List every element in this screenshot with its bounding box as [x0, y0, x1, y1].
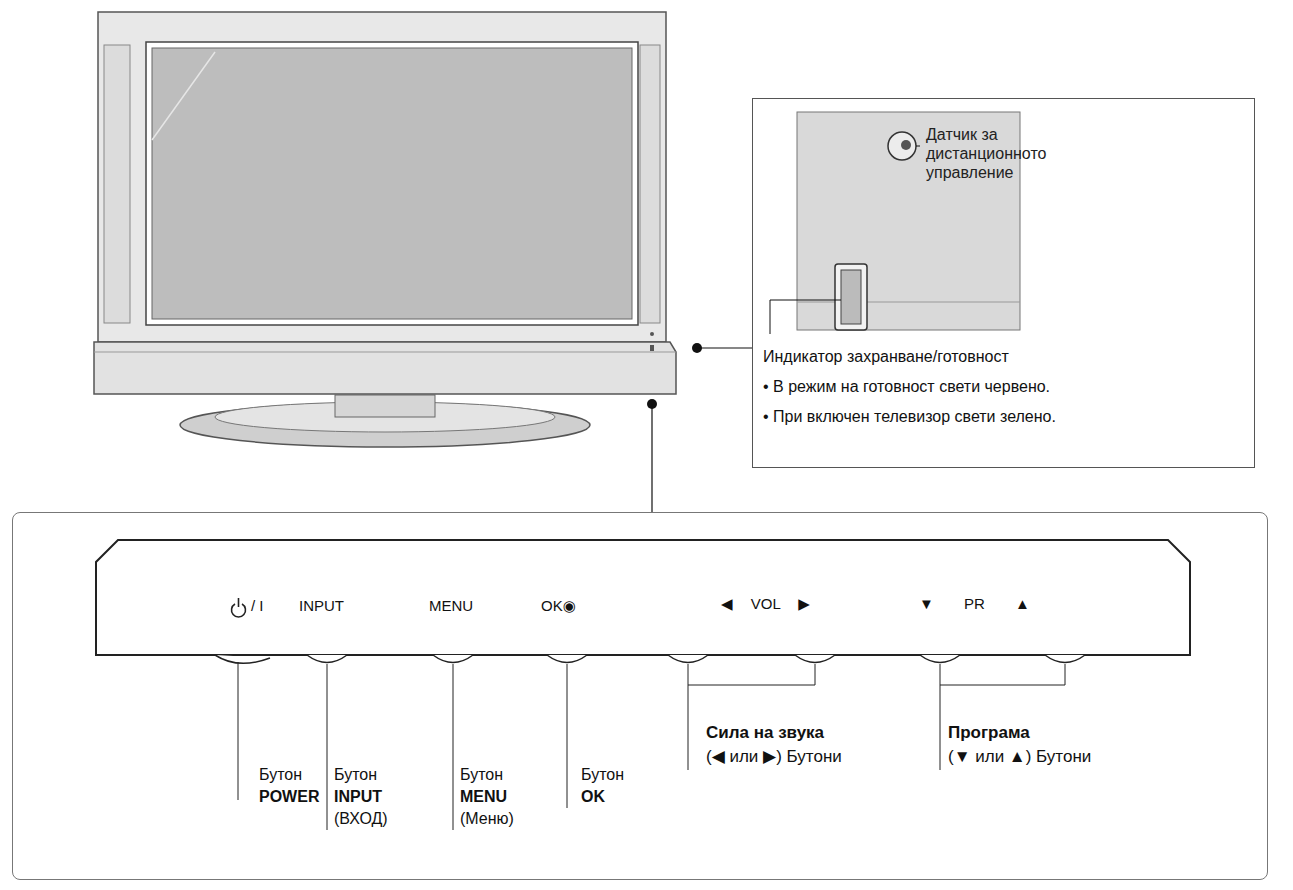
- note-text: • В режим на готовност свети червено.: [763, 377, 1050, 396]
- panel-marking: INPUT: [299, 597, 344, 615]
- callout-box: Датчик за дистанционното управлениеИндик…: [752, 98, 1255, 468]
- panel-marking: / I: [251, 597, 264, 615]
- part-label: Индикатор захранване/готовност: [763, 347, 1009, 366]
- part-label: Датчик за дистанционното управление: [926, 125, 1091, 183]
- panel-marking: ◀ VOL ▶: [721, 595, 810, 613]
- note-text: • При включен телевизор свети зелено.: [763, 407, 1056, 426]
- button-label: Бутон: [334, 765, 377, 784]
- button-label: Бутон: [460, 765, 503, 784]
- button-label: (▼ или ▲) Бутони: [948, 747, 1091, 767]
- button-label: Програма: [948, 723, 1030, 743]
- panel-marking: MENU: [429, 597, 473, 615]
- button-label: OK: [581, 787, 605, 806]
- panel-marking: ▼ PR ▲: [919, 595, 1030, 613]
- button-label: MENU: [460, 787, 507, 806]
- button-label: POWER: [259, 787, 319, 806]
- button-label: (Меню): [460, 809, 514, 828]
- button-label: (◀ или ▶) Бутони: [706, 747, 842, 767]
- panel-box: / I INPUT MENU OK◉ ◀ VOL ▶ ▼ PR ▲ БутонPOWER Бу…: [12, 512, 1268, 880]
- button-label: (ВХОД): [334, 809, 388, 828]
- button-label: INPUT: [334, 787, 382, 806]
- button-label: Сила на звука: [706, 723, 824, 743]
- button-label: Бутон: [259, 765, 302, 784]
- panel-marking: OK◉: [541, 597, 576, 615]
- button-label: Бутон: [581, 765, 624, 784]
